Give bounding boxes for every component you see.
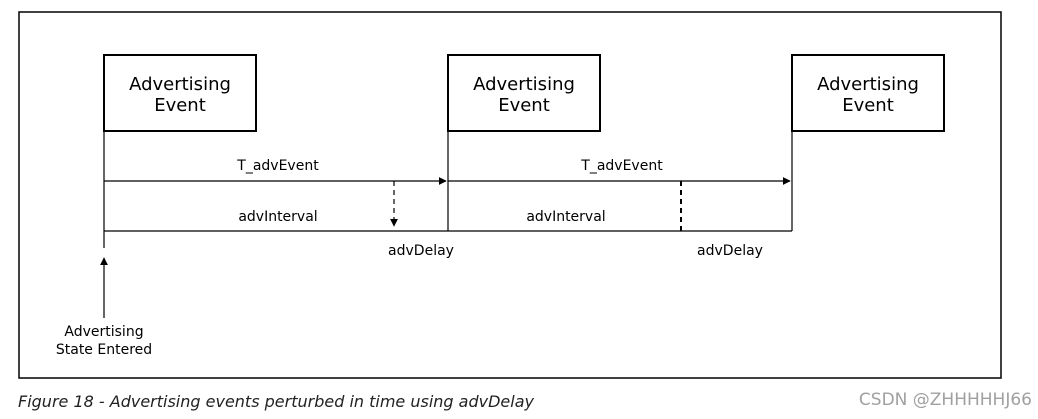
state-entered-label-line2: State Entered bbox=[56, 342, 152, 358]
advertising-event-box-1: Advertising Event bbox=[103, 54, 257, 132]
adv-delay-label-1: advDelay bbox=[388, 243, 454, 259]
event-3-line2: Event bbox=[842, 95, 894, 116]
event-3-line1: Advertising bbox=[817, 74, 919, 95]
advertising-event-box-3: Advertising Event bbox=[791, 54, 945, 132]
adv-interval-label-1: advInterval bbox=[238, 209, 317, 225]
adv-delay-label-2: advDelay bbox=[697, 243, 763, 259]
t-adv-event-label-1: T_advEvent bbox=[236, 158, 319, 174]
event-1-line2: Event bbox=[154, 95, 206, 116]
event-2-line1: Advertising bbox=[473, 74, 575, 95]
figure-frame bbox=[18, 11, 1002, 379]
adv-interval-label-2: advInterval bbox=[526, 209, 605, 225]
advertising-event-box-2: Advertising Event bbox=[447, 54, 601, 132]
state-entered-label-line1: Advertising bbox=[64, 324, 143, 340]
watermark: CSDN @ZHHHHHJ66 bbox=[858, 390, 1032, 410]
event-2-line2: Event bbox=[498, 95, 550, 116]
t-adv-event-label-2: T_advEvent bbox=[580, 158, 663, 174]
event-1-line1: Advertising bbox=[129, 74, 231, 95]
figure-caption: Figure 18 - Advertising events perturbed… bbox=[18, 392, 534, 411]
